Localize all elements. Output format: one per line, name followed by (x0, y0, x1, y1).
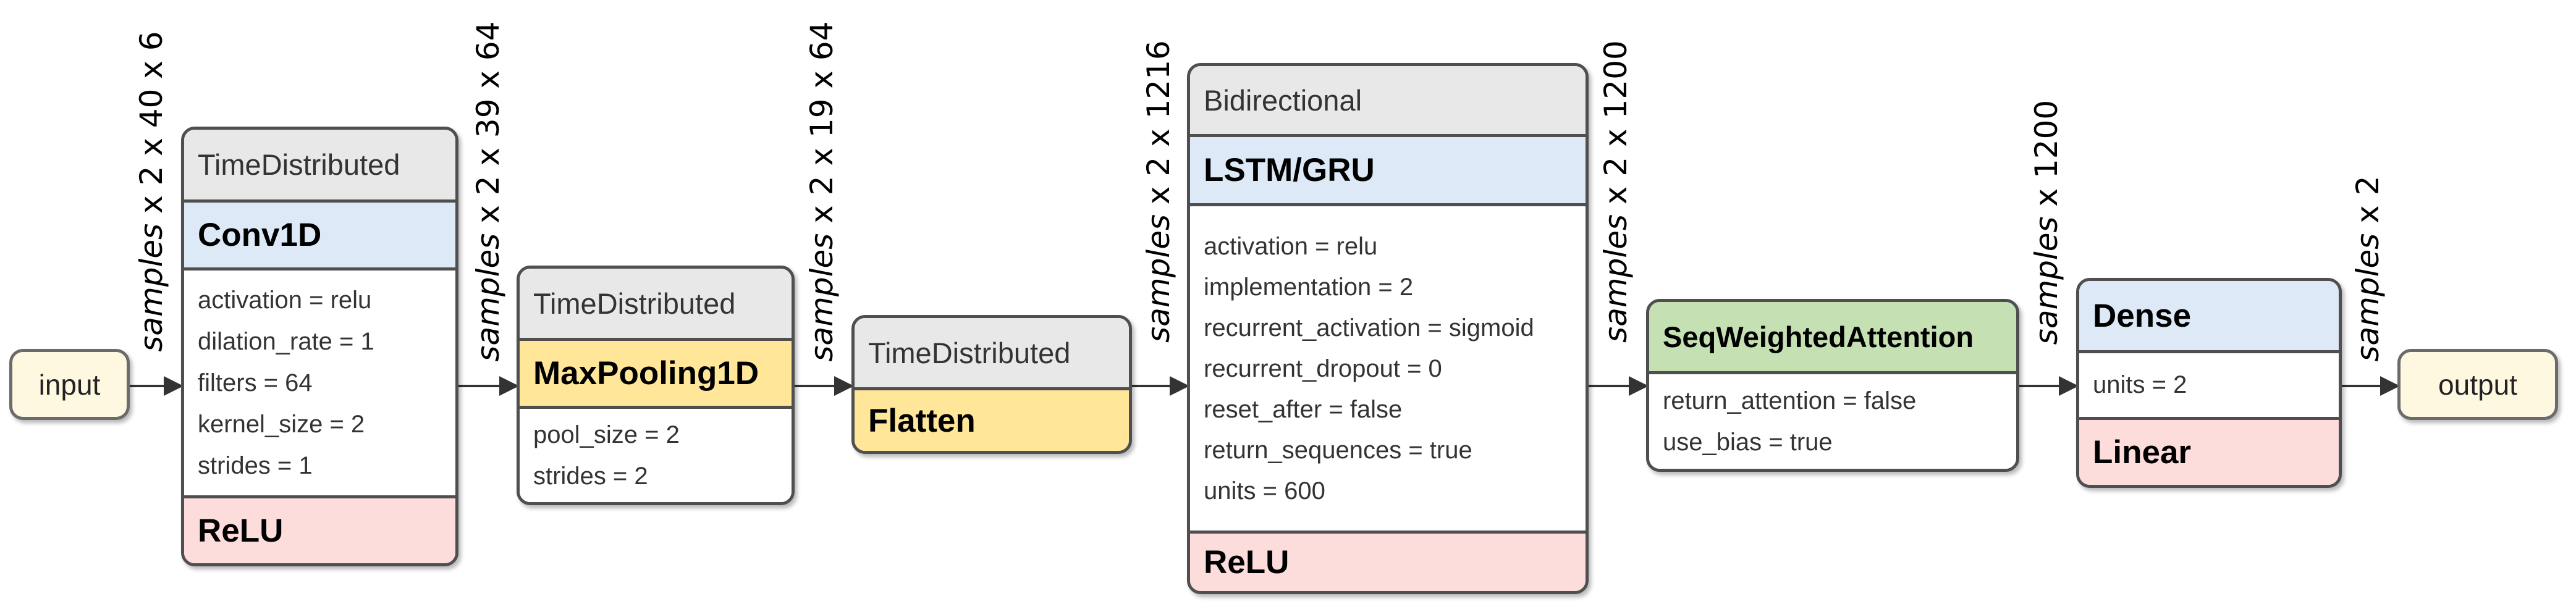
param: activation = relu (1204, 232, 1378, 260)
maxpooling1d-block: TimeDistributed MaxPooling1D pool_size =… (517, 266, 795, 505)
shape-label-flatten: samples x 2 x 1216 (1141, 40, 1176, 343)
shape-label-rnn: samples x 2 x 1200 (1598, 40, 1634, 343)
bidirectional-rnn-block: Bidirectional LSTM/GRU activation = relu… (1187, 63, 1589, 594)
maxpooling1d-params: pool_size = 2 strides = 2 (520, 406, 792, 502)
layer-label: LSTM/GRU (1204, 152, 1375, 188)
param: activation = relu (198, 286, 372, 314)
wrapper-label: TimeDistributed (868, 336, 1071, 369)
param: strides = 2 (533, 462, 648, 490)
layer-label: MaxPooling1D (533, 355, 759, 392)
time-distributed-wrapper: TimeDistributed (855, 318, 1129, 387)
param: implementation = 2 (1204, 273, 1414, 301)
input-node: input (9, 349, 130, 420)
flatten-block: TimeDistributed Flatten (851, 315, 1132, 454)
shape-label-pool: samples x 2 x 19 x 64 (804, 21, 840, 362)
flatten-layer: Flatten (855, 387, 1129, 451)
seq-weighted-attention-block: SeqWeightedAttention return_attention = … (1646, 299, 2019, 472)
param: units = 2 (2093, 371, 2187, 398)
output-node: output (2397, 349, 2558, 420)
attention-params: return_attention = false use_bias = true (1649, 371, 2016, 469)
param: units = 600 (1204, 477, 1325, 505)
shape-label-dense: samples x 2 (2350, 175, 2386, 362)
dense-params: units = 2 (2079, 350, 2339, 417)
lstm-gru-params: activation = relu implementation = 2 rec… (1190, 203, 1586, 531)
activation-label: Linear (2093, 434, 2192, 471)
param: recurrent_activation = sigmoid (1204, 314, 1534, 342)
activation-label: ReLU (1204, 544, 1290, 581)
seq-weighted-attention-layer: SeqWeightedAttention (1649, 302, 2016, 371)
conv1d-layer: Conv1D (184, 199, 455, 267)
layer-label: Conv1D (198, 217, 322, 253)
lstm-gru-layer: LSTM/GRU (1190, 134, 1586, 203)
time-distributed-wrapper: TimeDistributed (184, 130, 455, 199)
activation-label: ReLU (198, 513, 284, 549)
param: kernel_size = 2 (198, 410, 365, 438)
param: pool_size = 2 (533, 421, 680, 448)
time-distributed-wrapper: TimeDistributed (520, 269, 792, 338)
relu-activation: ReLU (1190, 531, 1586, 591)
param: return_attention = false (1663, 387, 1917, 414)
layer-label: SeqWeightedAttention (1663, 320, 1974, 353)
wrapper-label: Bidirectional (1204, 83, 1362, 117)
param: dilation_rate = 1 (198, 327, 374, 355)
wrapper-label: TimeDistributed (533, 287, 736, 320)
linear-activation: Linear (2079, 417, 2339, 485)
dense-layer: Dense (2079, 281, 2339, 350)
output-label: output (2438, 368, 2517, 401)
conv1d-params: activation = relu dilation_rate = 1 filt… (184, 267, 455, 495)
bidirectional-wrapper: Bidirectional (1190, 66, 1586, 134)
shape-label-attention: samples x 1200 (2029, 99, 2064, 345)
shape-label-conv: samples x 2 x 39 x 64 (470, 21, 506, 362)
relu-activation: ReLU (184, 495, 455, 563)
param: use_bias = true (1663, 428, 1833, 456)
conv1d-block: TimeDistributed Conv1D activation = relu… (181, 127, 458, 566)
input-label: input (38, 368, 101, 401)
param: strides = 1 (198, 451, 313, 479)
layer-label: Flatten (868, 402, 976, 439)
param: recurrent_dropout = 0 (1204, 354, 1442, 382)
maxpooling1d-layer: MaxPooling1D (520, 338, 792, 406)
layer-label: Dense (2093, 297, 2192, 334)
param: return_sequences = true (1204, 436, 1472, 464)
dense-block: Dense units = 2 Linear (2076, 278, 2342, 488)
shape-label-input: samples x 2 x 40 x 6 (133, 31, 169, 352)
param: reset_after = false (1204, 395, 1403, 423)
wrapper-label: TimeDistributed (198, 148, 400, 181)
param: filters = 64 (198, 369, 313, 396)
